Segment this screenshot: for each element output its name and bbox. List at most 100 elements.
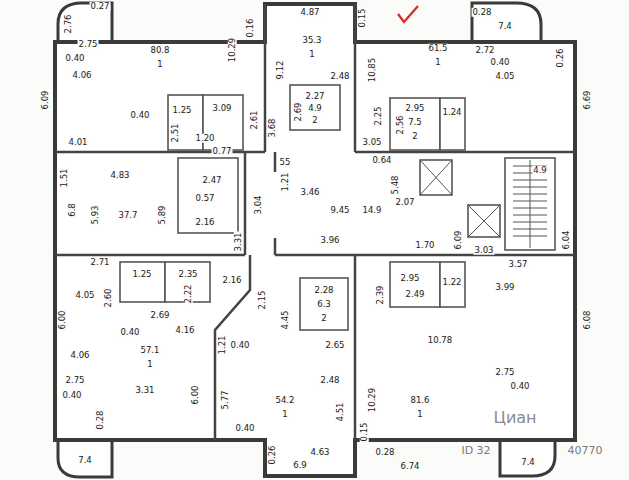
dimension-label: 1.25 bbox=[172, 106, 193, 115]
dimension-label: 2.16 bbox=[222, 276, 243, 285]
dimension-label: 4.06 bbox=[70, 351, 91, 360]
dimension-label: 0.26 bbox=[268, 445, 277, 466]
dimension-label: 57.1 bbox=[140, 346, 161, 355]
dimension-label: 7.4 bbox=[497, 22, 513, 31]
dimension-label: 0.40 bbox=[510, 382, 531, 391]
bathroom bbox=[440, 98, 465, 150]
dimension-label: 2.35 bbox=[178, 270, 199, 279]
dimension-label: 2.51 bbox=[171, 123, 180, 144]
dimension-label: 2.75 bbox=[65, 376, 86, 385]
dimension-label: 2.48 bbox=[330, 72, 351, 81]
dimension-label: 3.96 bbox=[320, 236, 341, 245]
dimension-label: 2.28 bbox=[314, 286, 335, 295]
dimension-label: 80.8 bbox=[150, 46, 171, 55]
closet bbox=[178, 158, 238, 233]
wall bbox=[354, 255, 357, 440]
dimension-label: 10.78 bbox=[427, 336, 453, 345]
dimension-label: 1 bbox=[416, 410, 423, 419]
wall bbox=[244, 152, 247, 255]
dimension-label: 0.40 bbox=[130, 111, 151, 120]
dimension-label: 6.04 bbox=[562, 230, 571, 251]
dimension-label: 0.64 bbox=[372, 156, 393, 165]
dimension-label: 3.57 bbox=[508, 260, 529, 269]
dimension-label: 4.16 bbox=[175, 326, 196, 335]
dimension-label: 5.93 bbox=[91, 205, 100, 226]
dimension-label: 6.74 bbox=[400, 462, 421, 471]
dimension-label: 7.4 bbox=[77, 456, 93, 465]
dimension-label: 1.21 bbox=[281, 172, 290, 193]
dimension-label: 0.40 bbox=[120, 328, 141, 337]
dimension-label: 1 bbox=[156, 60, 163, 69]
bay-window bbox=[58, 440, 112, 477]
bathroom bbox=[300, 278, 348, 330]
dimension-label: 3.46 bbox=[300, 188, 321, 197]
dimension-label: 2.27 bbox=[305, 92, 326, 101]
wall bbox=[55, 254, 245, 257]
dimension-label: 10.85 bbox=[368, 57, 377, 83]
dimension-label: 0.26 bbox=[556, 48, 565, 69]
dimension-label: 2.15 bbox=[258, 290, 267, 311]
dimension-label: 2 bbox=[411, 132, 418, 141]
wall bbox=[355, 151, 575, 154]
dimension-label: 0.27 bbox=[90, 2, 111, 11]
dimension-label: 2.39 bbox=[376, 285, 385, 306]
dimension-label: 2.47 bbox=[202, 176, 223, 185]
dimension-label: 6.3 bbox=[316, 300, 332, 309]
dimension-label: 4.05 bbox=[75, 291, 96, 300]
dimension-label: 5.77 bbox=[221, 390, 230, 411]
dimension-label: 3.99 bbox=[495, 283, 516, 292]
dimension-label: 37.7 bbox=[118, 211, 139, 220]
dimension-label: 2.48 bbox=[320, 376, 341, 385]
check-mark bbox=[398, 6, 418, 22]
dimension-label: 54.2 bbox=[275, 396, 296, 405]
dimension-label: 0.28 bbox=[96, 410, 105, 431]
dimension-label: 6.09 bbox=[41, 90, 50, 111]
dimension-label: 5.89 bbox=[158, 205, 167, 226]
stairs bbox=[505, 158, 555, 250]
dimension-label: 5.48 bbox=[391, 175, 400, 196]
dimension-label: 2.65 bbox=[325, 341, 346, 350]
dimension-label: 4.63 bbox=[310, 448, 331, 457]
wall bbox=[274, 238, 277, 255]
dimension-label: 3.05 bbox=[362, 138, 383, 147]
dimension-label: 1.25 bbox=[132, 270, 153, 279]
dimension-label: 6.09 bbox=[454, 230, 463, 251]
dimension-label: 0.15 bbox=[360, 422, 369, 443]
dimension-label: 1 bbox=[281, 410, 288, 419]
dimension-label: 3.68 bbox=[268, 118, 277, 139]
dimension-label: 4.06 bbox=[72, 71, 93, 80]
bay-window bbox=[472, 3, 541, 42]
bathroom bbox=[390, 262, 440, 307]
dimension-label: 4.01 bbox=[68, 138, 89, 147]
dimension-label: 4.9 bbox=[307, 104, 323, 113]
dimension-label: 2.69 bbox=[294, 102, 303, 123]
bathroom bbox=[290, 85, 340, 130]
dimension-label: 6.00 bbox=[58, 310, 67, 331]
wall bbox=[264, 4, 267, 152]
dimension-label: 2.69 bbox=[150, 311, 171, 320]
dimension-label: 6.00 bbox=[191, 385, 200, 406]
outer-wall bbox=[55, 4, 575, 476]
dimension-label: 10.29 bbox=[368, 387, 377, 413]
dimension-label: 0.15 bbox=[358, 8, 367, 29]
dimension-label: 1.70 bbox=[415, 241, 436, 250]
watermark-id: 40770 bbox=[567, 445, 604, 456]
dimension-label: 81.6 bbox=[410, 396, 431, 405]
dimension-label: 2.25 bbox=[374, 106, 383, 127]
dimension-label: 1.24 bbox=[442, 108, 463, 117]
dimension-label: 3.31 bbox=[234, 232, 243, 253]
dimension-label: 4.9 bbox=[532, 166, 548, 175]
dimension-label: 1.20 bbox=[195, 134, 216, 143]
dimension-label: 7.5 bbox=[407, 118, 423, 127]
elevator-cross bbox=[420, 160, 500, 237]
dimension-label: 2.71 bbox=[90, 258, 111, 267]
dimension-label: 2.75 bbox=[495, 368, 516, 377]
dimension-label: 0.40 bbox=[230, 341, 251, 350]
dimension-label: 2.61 bbox=[250, 110, 259, 131]
dimension-label: 0.40 bbox=[65, 54, 86, 63]
dimension-label: 4.05 bbox=[495, 72, 516, 81]
dimension-label: 0.57 bbox=[195, 194, 216, 203]
dimension-label: 2.07 bbox=[395, 198, 416, 207]
